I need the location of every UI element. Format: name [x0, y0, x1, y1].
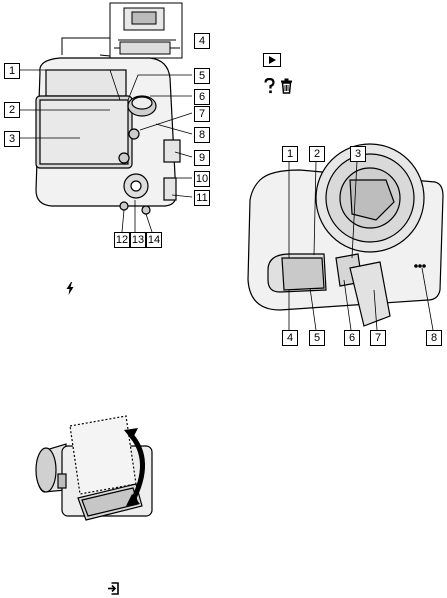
bottom-callout-8: 8	[426, 330, 442, 346]
rear-callout-10: 10	[194, 171, 210, 187]
bottom-callout-3: 3	[350, 146, 366, 162]
flash-icon	[66, 282, 74, 295]
rear-callout-11: 11	[194, 190, 210, 206]
rear-callout-14: 14	[146, 232, 162, 248]
viewfinder-inset	[110, 3, 182, 58]
connect-icon	[107, 582, 119, 595]
rear-callout-8: 8	[194, 127, 210, 143]
rear-callout-2: 2	[4, 102, 20, 118]
rear-callout-7: 7	[194, 106, 210, 122]
tilting-monitor-figure	[32, 410, 162, 530]
rear-callout-9: 9	[194, 150, 210, 166]
playback-icon	[263, 53, 281, 67]
trash-icon	[280, 78, 293, 94]
bottom-callout-4: 4	[282, 330, 298, 346]
rear-callout-13: 13	[130, 232, 146, 248]
rear-callout-4: 4	[194, 33, 210, 49]
bottom-callout-5: 5	[309, 330, 325, 346]
bottom-callout-2: 2	[309, 146, 325, 162]
bottom-callout-7: 7	[370, 330, 386, 346]
camera-bottom-view-figure	[240, 140, 447, 330]
camera-body	[36, 58, 180, 214]
rear-callout-5: 5	[194, 68, 210, 84]
bottom-callout-6: 6	[344, 330, 360, 346]
help-icon	[264, 78, 275, 94]
rear-callout-12: 12	[114, 232, 130, 248]
bottom-callout-1: 1	[282, 146, 298, 162]
rear-callout-6: 6	[194, 89, 210, 105]
rear-callout-1: 1	[4, 63, 20, 79]
rear-callout-3: 3	[4, 131, 20, 147]
